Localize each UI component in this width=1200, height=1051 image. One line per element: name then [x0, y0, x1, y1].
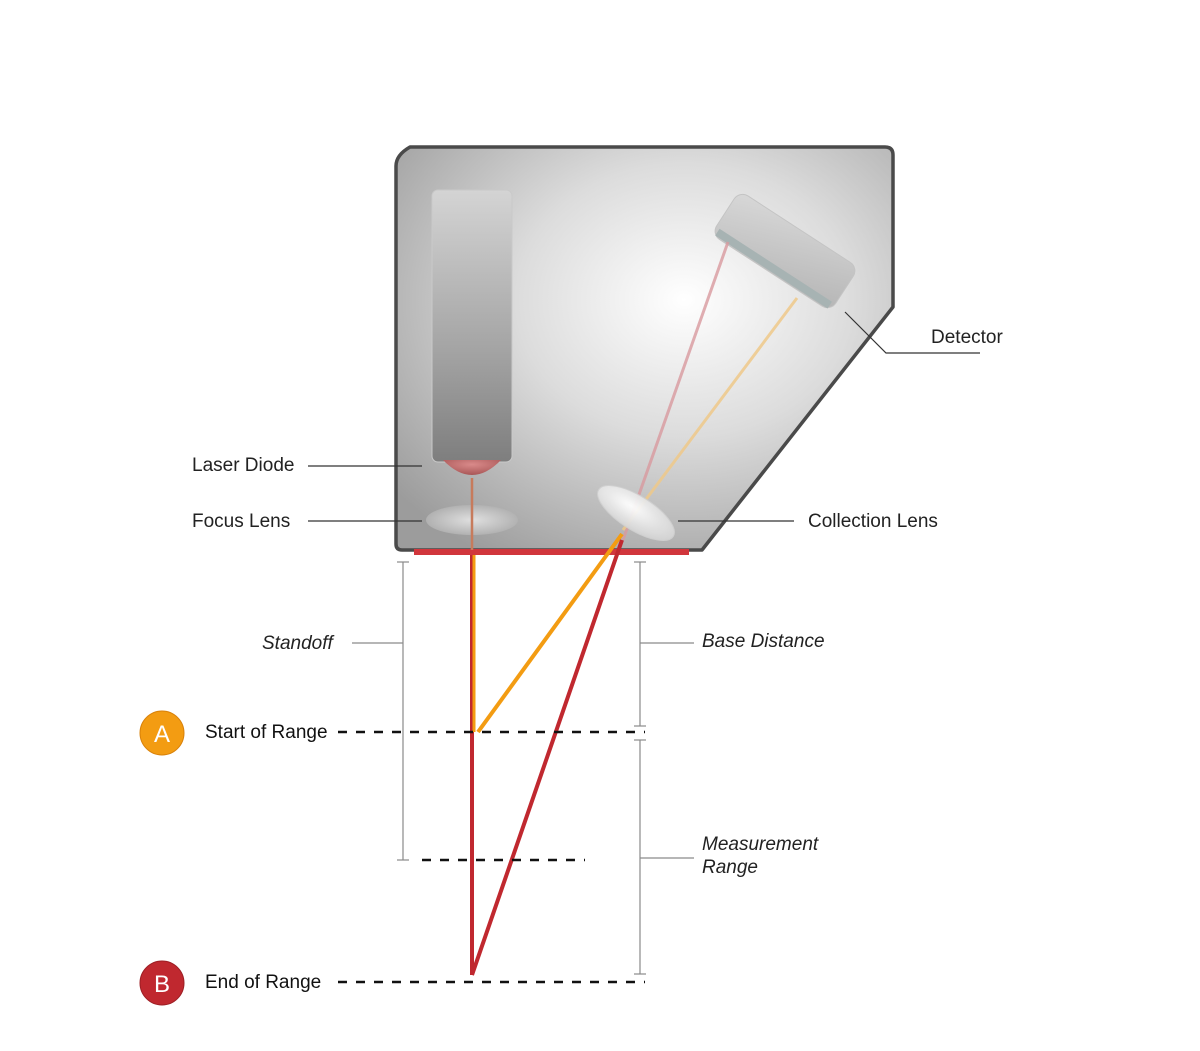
reflected-beam-start-of-range — [476, 532, 624, 734]
measurement-range-label-line2: Range — [702, 857, 758, 878]
reflected-beam-end-of-range — [470, 539, 624, 976]
focus-lens-label: Focus Lens — [192, 511, 290, 532]
start-of-range-label: Start of Range — [205, 722, 328, 743]
measurement-range-label-line1: Measurement — [702, 834, 819, 855]
marker-b: B — [139, 960, 185, 1006]
sensor-window — [414, 549, 689, 555]
internal-beam-to-detector-orange — [621, 297, 799, 531]
marker-a: A — [139, 710, 185, 756]
collection-lens — [597, 485, 675, 541]
standoff-label: Standoff — [262, 633, 334, 654]
collection-lens-label: Collection Lens — [808, 511, 938, 532]
end-of-range-label: End of Range — [205, 972, 321, 993]
laser-diode-label: Laser Diode — [192, 455, 294, 476]
base-distance-label: Base Distance — [702, 631, 825, 652]
measurement-range-bracket — [634, 739, 694, 975]
base-distance-bracket — [634, 561, 694, 727]
marker-b-letter: B — [154, 971, 170, 998]
detector — [714, 193, 856, 309]
internal-beam-to-detector-red — [621, 241, 730, 541]
detector-label: Detector — [931, 327, 1003, 348]
laser-diode-body — [431, 189, 513, 463]
standoff-bracket — [352, 561, 409, 861]
laser-diode-tip — [443, 460, 501, 475]
detector-callout-line — [844, 311, 980, 354]
marker-a-letter: A — [154, 721, 170, 748]
